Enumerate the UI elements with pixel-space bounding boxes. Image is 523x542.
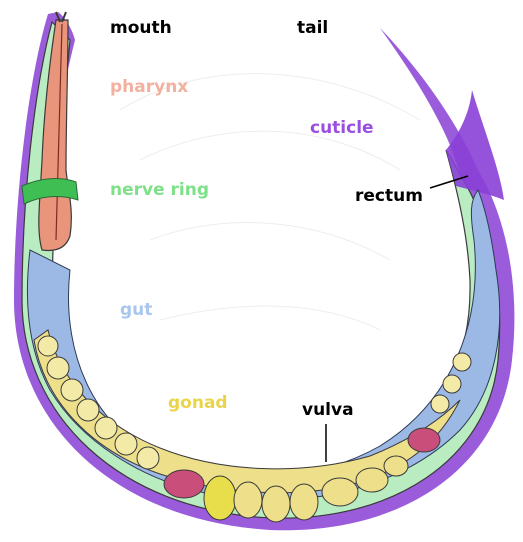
embryo — [290, 484, 318, 520]
embryo — [204, 476, 236, 520]
embryo — [322, 478, 358, 506]
embryo — [384, 456, 408, 476]
germline-cluster-2 — [408, 428, 440, 452]
embryo — [356, 468, 388, 492]
label-gonad: gonad — [168, 393, 228, 413]
label-pharynx: pharynx — [110, 77, 188, 97]
label-rectum: rectum — [355, 186, 423, 206]
label-tail: tail — [297, 18, 328, 38]
label-cuticle: cuticle — [310, 118, 374, 138]
label-vulva: vulva — [302, 400, 354, 420]
label-gut: gut — [120, 300, 152, 320]
label-nerve-ring: nerve ring — [110, 180, 209, 200]
embryo — [262, 486, 290, 522]
germline-cluster — [164, 470, 204, 498]
label-mouth: mouth — [110, 18, 172, 38]
embryo — [234, 482, 262, 518]
